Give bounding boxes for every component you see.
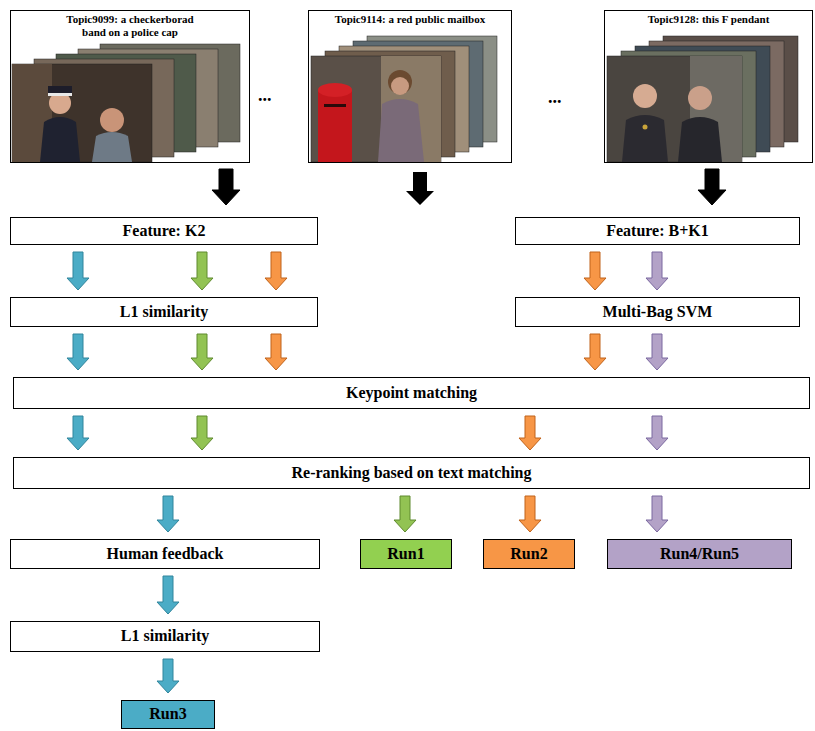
process-box: Feature: B+K1: [515, 217, 800, 245]
flow-arrow: [157, 496, 179, 532]
flow-arrow: [646, 252, 668, 290]
process-box: Re-ranking based on text matching: [13, 457, 810, 489]
query-panel: Topic9128: this F pendant: [604, 10, 813, 163]
box-label: L1 similarity: [121, 627, 209, 645]
box-label: Feature: K2: [123, 222, 206, 240]
flow-arrow: [157, 659, 179, 693]
input-arrow: [406, 172, 434, 205]
flow-arrow: [584, 334, 606, 370]
box-label: Run4/Run5: [660, 545, 739, 563]
run-box: Run2: [483, 539, 575, 569]
run-box: Run4/Run5: [607, 539, 792, 569]
person-body: [378, 99, 424, 162]
officer-face: [49, 92, 71, 114]
flow-arrow: [646, 334, 668, 370]
mailbox-top: [318, 83, 352, 97]
box-label: Run1: [387, 545, 424, 563]
flow-arrow: [698, 169, 726, 205]
process-box: L1 similarity: [10, 297, 318, 327]
police-cap: [48, 86, 72, 93]
run-box: Run3: [121, 700, 215, 729]
topic-heading: Topic9099: a checkerborad band on a poli…: [58, 11, 203, 38]
flow-arrow: [519, 416, 541, 450]
flow-arrow: [265, 334, 287, 370]
query-panel: Topic9114: a red public mailbox: [308, 10, 512, 163]
query-images-9128: [604, 10, 813, 163]
query-images-9099: [10, 10, 250, 163]
checkered-band: [48, 93, 72, 96]
process-box: Multi-Bag SVM: [515, 297, 800, 327]
process-box: Feature: K2: [10, 217, 318, 245]
flow-arrow: [191, 416, 213, 450]
query-panel: Topic9099: a checkerborad band on a poli…: [10, 10, 250, 163]
person-face: [633, 84, 657, 108]
flow-arrow: [394, 496, 416, 532]
video-frame: [311, 56, 441, 162]
flow-arrow: [212, 169, 240, 205]
pendant: [643, 125, 648, 130]
mailbox-slot: [324, 104, 346, 107]
ellipsis-label: ...: [258, 86, 272, 104]
person-face: [688, 86, 712, 110]
box-label: Human feedback: [107, 545, 224, 563]
flow-arrow: [67, 252, 89, 290]
box-label: Re-ranking based on text matching: [291, 464, 531, 482]
person-hair: [388, 70, 412, 94]
person-face: [100, 108, 124, 132]
topic-heading: Topic9128: this F pendant: [648, 11, 770, 26]
flow-arrow: [519, 496, 541, 532]
query-images-9114: [308, 10, 512, 163]
red-mailbox: [318, 90, 352, 162]
process-box: L1 similarity: [10, 621, 320, 652]
topic-heading: Topic9114: a red public mailbox: [335, 11, 485, 26]
flow-arrow: [584, 252, 606, 290]
panel-ground: [10, 10, 250, 163]
ellipsis-label: ...: [548, 88, 562, 106]
person-body: [678, 117, 722, 162]
box-label: Feature: B+K1: [606, 222, 709, 240]
process-box: Human feedback: [10, 539, 320, 569]
flow-arrow: [67, 416, 89, 450]
flow-arrow: [646, 416, 668, 450]
person-body: [622, 115, 668, 162]
flow-arrow: [67, 334, 89, 370]
flow-arrow: [191, 334, 213, 370]
panel-ground: [308, 10, 512, 163]
flow-arrow: [157, 576, 179, 614]
video-frame: [607, 56, 742, 162]
video-frame: [12, 64, 152, 162]
run-box: Run1: [360, 539, 452, 569]
box-label: Run2: [510, 545, 547, 563]
process-box: Keypoint matching: [13, 377, 810, 409]
flow-arrow: [191, 252, 213, 290]
officer-body: [40, 117, 80, 162]
panel-ground: [604, 10, 813, 163]
flow-arrow: [265, 252, 287, 290]
box-label: Run3: [149, 705, 186, 723]
person-face: [391, 77, 409, 95]
box-label: Multi-Bag SVM: [603, 303, 713, 321]
flow-arrow: [646, 496, 668, 532]
box-label: Keypoint matching: [346, 384, 477, 402]
person-body: [92, 132, 132, 162]
box-label: L1 similarity: [120, 303, 208, 321]
